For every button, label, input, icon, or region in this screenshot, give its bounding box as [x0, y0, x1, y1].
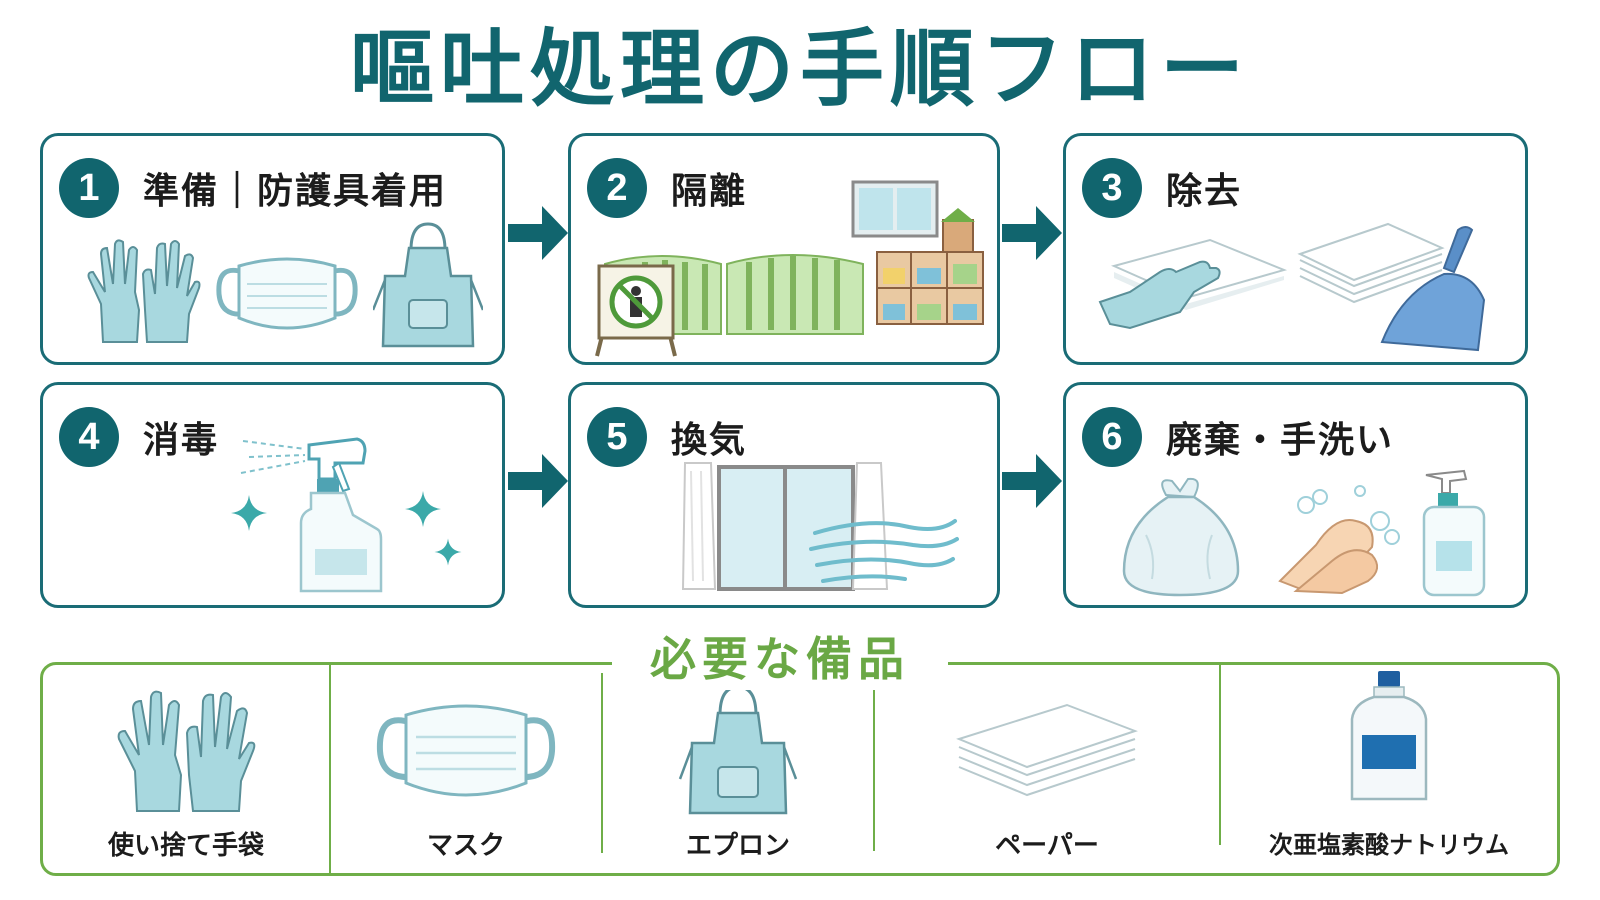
step-label-2: 隔離 — [671, 171, 748, 212]
step-label-6: 廃棄・手洗い — [1166, 420, 1395, 461]
hand-wash-icon — [1278, 485, 1400, 595]
gloves-icon — [87, 239, 201, 343]
window-icon — [851, 180, 939, 238]
supply-label-bleach: 次亜塩素酸ナトリウム — [1269, 831, 1509, 859]
arrow-right-icon — [508, 454, 568, 508]
supply-item-paper: ペーパー — [875, 665, 1219, 873]
mask-icon — [376, 704, 556, 797]
supplies-panel: 使い捨て手袋 マスク エプロン — [40, 662, 1560, 876]
supply-label-mask: マスク — [426, 831, 505, 861]
arrow-right-icon — [1002, 206, 1062, 260]
paper-stack-icon — [1297, 222, 1445, 304]
gloved-hand-paper-icon — [1098, 238, 1288, 330]
paper-stack-icon — [956, 703, 1138, 797]
step-label-3: 除去 — [1166, 171, 1243, 212]
step-number-4: 4 — [59, 407, 119, 467]
page-title: 嘔吐処理の手順フロー — [349, 20, 1250, 118]
supply-label-gloves: 使い捨て手袋 — [107, 831, 264, 861]
spray-bottle-icon — [240, 437, 383, 593]
soap-pump-icon — [1422, 469, 1486, 597]
supply-item-bleach: 次亜塩素酸ナトリウム — [1221, 665, 1557, 873]
sparkle-icon — [231, 495, 267, 531]
supply-item-apron: エプロン — [603, 665, 873, 873]
mask-icon — [216, 257, 358, 330]
sparkle-icon — [405, 491, 441, 527]
apron-icon — [373, 222, 483, 348]
step-number-3: 3 — [1082, 158, 1142, 218]
supply-divider — [329, 665, 331, 873]
step-number-5: 5 — [587, 407, 647, 467]
supplies-title: 必要な備品 — [612, 628, 948, 690]
bottle-icon — [1350, 671, 1428, 801]
trash-bag-icon — [1122, 477, 1240, 597]
supply-item-gloves: 使い捨て手袋 — [43, 665, 329, 873]
apron-icon — [678, 685, 798, 815]
supply-item-mask: マスク — [331, 665, 601, 873]
step-card-3: 3 除去 — [1063, 133, 1528, 365]
step-number-1: 1 — [59, 158, 119, 218]
step-card-4: 4 消毒 — [40, 382, 505, 608]
step-number-6: 6 — [1082, 407, 1142, 467]
sparkle-icon — [434, 538, 462, 566]
supply-label-apron: エプロン — [685, 831, 790, 861]
step-card-5: 5 換気 — [568, 382, 1000, 608]
gloves-icon — [117, 690, 256, 812]
step-card-1: 1 準備｜防護具着用 — [40, 133, 505, 365]
wind-icon — [809, 519, 959, 583]
supply-divider — [601, 673, 603, 853]
step-number-2: 2 — [587, 158, 647, 218]
arrow-right-icon — [508, 206, 568, 260]
dustpan-icon — [1380, 226, 1486, 352]
supply-divider — [1219, 665, 1221, 845]
supply-divider — [873, 687, 875, 851]
shelf-icon — [876, 208, 984, 325]
step-card-6: 6 廃棄・手洗い — [1063, 382, 1528, 608]
no-entry-sign-icon — [595, 264, 677, 357]
step-card-2: 2 隔離 — [568, 133, 1000, 365]
supply-label-paper: ペーパー — [995, 831, 1099, 861]
arrow-right-icon — [1002, 454, 1062, 508]
step-label-1: 準備｜防護具着用 — [143, 171, 448, 212]
step-label-4: 消毒 — [143, 420, 220, 461]
step-label-5: 換気 — [671, 420, 748, 461]
